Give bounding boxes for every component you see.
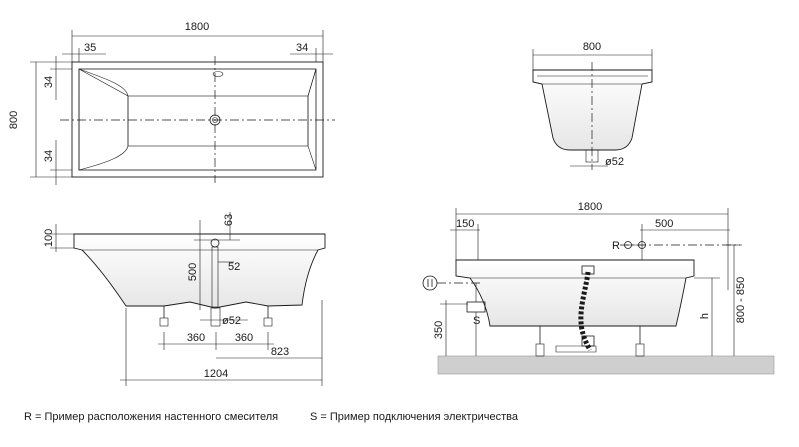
top-width-label: 800 — [8, 111, 20, 129]
end-drain-label: ø52 — [605, 156, 624, 168]
side-foot-left-label: 360 — [187, 332, 205, 344]
side-tub-outline — [73, 233, 326, 309]
install-foot-left — [535, 326, 545, 357]
install-view: 1800 150 500 R — [422, 201, 775, 375]
legend: R = Пример расположения настенного смеси… — [24, 411, 519, 423]
side-foot-left — [159, 306, 169, 327]
end-width-label: 800 — [583, 41, 601, 53]
install-height-range-label: 800 - 850 — [735, 277, 747, 323]
install-height-var-label: h — [699, 313, 711, 319]
install-mixer-marker: R — [612, 240, 620, 252]
end-tub-outline — [532, 69, 653, 151]
install-mixer-offset-label: 500 — [655, 218, 673, 230]
top-drain-icon — [209, 114, 221, 126]
install-left-offset-label: 150 — [456, 218, 474, 230]
top-right-rim-label: 34 — [296, 42, 308, 54]
top-left-rim-label: 35 — [84, 42, 96, 54]
legend-r-text: R = Пример расположения настенного смеси… — [24, 411, 278, 423]
side-overflow-offset-label: 63 — [223, 214, 235, 226]
side-view: 100 63 500 52 ø52 360 360 — [43, 212, 326, 386]
side-rim-height-label: 100 — [43, 229, 55, 247]
side-foot-right-label: 360 — [235, 332, 253, 344]
socket-icon — [422, 275, 438, 291]
install-foot-right — [635, 326, 645, 357]
floor — [437, 355, 775, 375]
install-socket-height-label: 350 — [433, 321, 445, 339]
top-overflow-icon — [212, 71, 224, 77]
side-foot-span-label: 1204 — [204, 368, 228, 380]
side-foot-to-end-label: 823 — [271, 346, 289, 358]
top-tub-outline — [71, 61, 324, 178]
end-drain-pipe — [585, 149, 599, 163]
end-view: 800 ø52 — [532, 41, 653, 170]
side-overflow-height-label: 500 — [187, 263, 199, 281]
top-rim-bottom-label: 34 — [43, 150, 55, 162]
top-rim-top-label: 34 — [43, 76, 55, 88]
side-overflow-dia-label: 52 — [228, 261, 240, 273]
side-drain-pipe — [210, 307, 221, 327]
install-socket-marker: S — [473, 315, 480, 327]
install-length-label: 1800 — [578, 201, 602, 213]
side-foot-right — [263, 306, 273, 327]
top-length-label: 1800 — [185, 21, 209, 33]
side-drain-label: ø52 — [222, 315, 241, 327]
install-tub-outline — [455, 259, 695, 327]
socket-box — [466, 301, 486, 313]
top-view: 1800 35 34 800 34 34 — [8, 21, 335, 185]
legend-s-text: S = Пример подключения электричества — [310, 411, 519, 423]
